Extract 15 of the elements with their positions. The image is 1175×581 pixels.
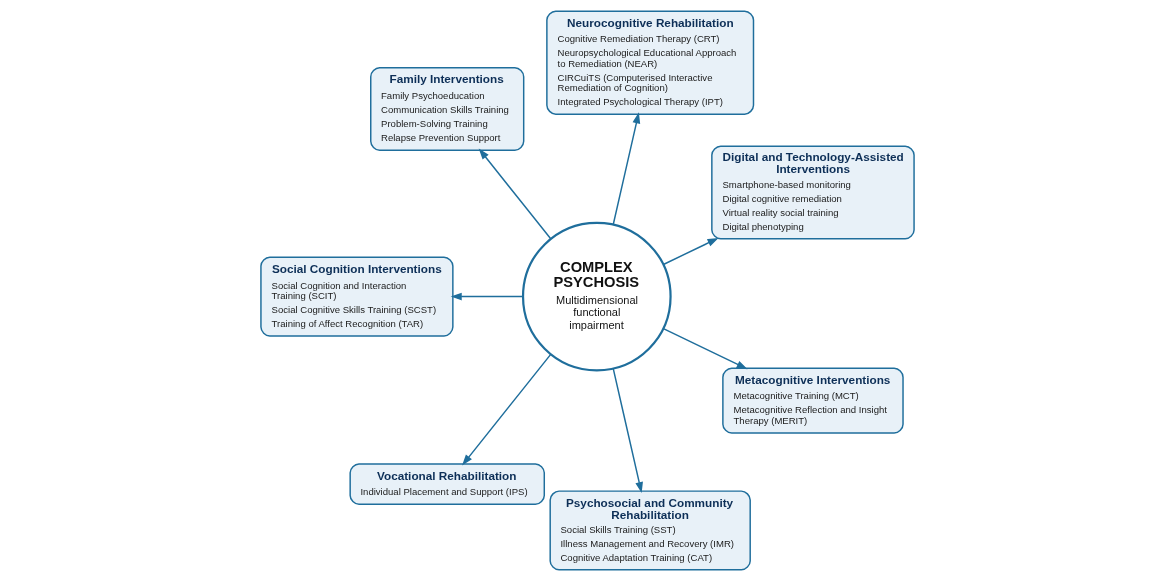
node-box: Metacognitive Interventions Metacognitive Training (MCT) Metacognitive Reflection and Insight Therapy (MERIT) — [722, 367, 904, 434]
node-box: Psychosocial and Community Rehabilitation Social Skills Training (SST) Illness Management and Recovery (IMR) Cognitive Adaptation Training (CAT) — [549, 490, 751, 571]
node-box: Vocational Rehabilitation Individual Placement and Support (IPS) — [349, 463, 545, 506]
arrow — [662, 327, 748, 370]
arrow — [612, 367, 643, 494]
node-circle: COMPLEX PSYCHOSIS Multidimensional functional impairment — [521, 221, 672, 372]
arrow — [612, 112, 641, 226]
node-box: Digital and Technology-Assisted Interventions Smartphone-based monitoring Digital cognitive remediation Virtual reality social training Digital phenotyping — [711, 145, 915, 240]
node-box: Neurocognitive Rehabilitation Cognitive Remediation Therapy (CRT) Neuropsychological Educational Approach to Remediation (NEAR) CIRCuiTS (Computerised Interactive Remediation of Cognition) Integrated Psychological Therapy (IPT) — [546, 10, 755, 115]
arrow — [662, 237, 719, 266]
arrow — [450, 292, 524, 301]
arrow — [478, 148, 552, 240]
node-box: Social Cognition Interventions Social Cognition and Interaction Training (SCIT) Social Cognitive Skills Training (SCST) Training of Affect Recognition (TAR) — [260, 256, 454, 337]
node-box: Family Interventions Family Psychoeducation Communication Skills Training Problem-Solving Training Relapse Prevention Support — [370, 67, 525, 151]
arrow — [462, 353, 552, 466]
